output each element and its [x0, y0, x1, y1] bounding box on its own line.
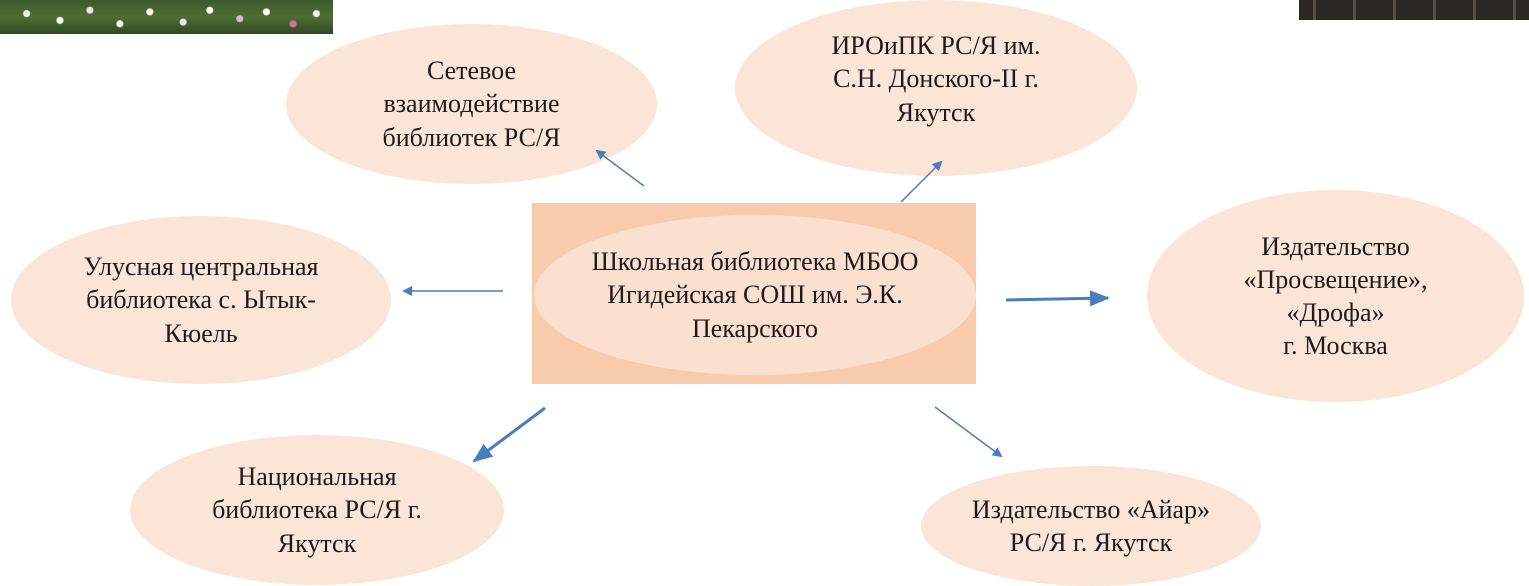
node-network-label: Сетевое взаимодействие библиотек РС/Я — [382, 56, 561, 152]
node-national-library-label: Национальная библиотека РС/Я г. Якутск — [212, 462, 422, 558]
node-aiar: Издательство «Айар» РС/Я г. Якутск — [921, 466, 1261, 586]
arrow-to-prosveshchenie — [1005, 290, 1110, 307]
arrow-to-national-library — [472, 406, 546, 463]
node-iroipk-label: ИРОиПК РС/Я им. С.Н. Донского-II г. Якут… — [831, 31, 1041, 127]
photo-fragment-right — [1299, 0, 1529, 20]
node-network: Сетевое взаимодействие библиотек РС/Я — [286, 24, 657, 184]
flowers-photo-fragment — [0, 0, 333, 34]
node-prosveshchenie: Издательство «Просвещение», «Дрофа» г. М… — [1147, 190, 1524, 402]
node-iroipk: ИРОиПК РС/Я им. С.Н. Донского-II г. Якут… — [735, 0, 1137, 176]
center-node-label: Школьная библиотека МБОО Игидейская СОШ … — [591, 247, 919, 343]
node-ulus-library-label: Улусная центральная библиотека с. Ытык- … — [83, 252, 319, 348]
arrow-to-aiar — [934, 406, 1003, 458]
center-node: Школьная библиотека МБОО Игидейская СОШ … — [534, 215, 976, 375]
node-aiar-label: Издательство «Айар» РС/Я г. Якутск — [971, 494, 1211, 557]
node-prosveshchenie-label: Издательство «Просвещение», «Дрофа» г. М… — [1243, 231, 1428, 361]
node-ulus-library: Улусная центральная библиотека с. Ытык- … — [11, 216, 391, 384]
node-national-library: Национальная библиотека РС/Я г. Якутск — [130, 435, 504, 585]
